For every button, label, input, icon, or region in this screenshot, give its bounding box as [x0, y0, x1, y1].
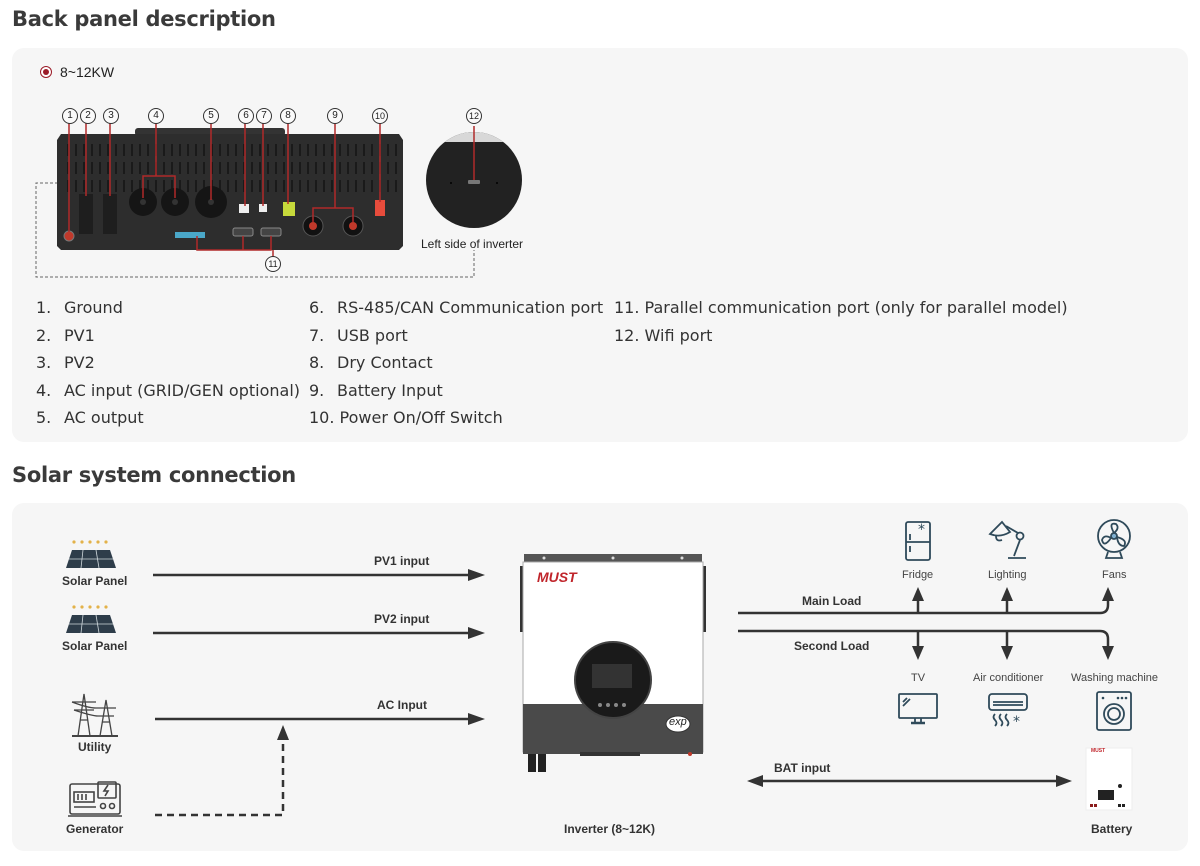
ac-arrowhead	[468, 713, 485, 725]
callout-6: 6	[238, 108, 254, 124]
legend-col-2: 6.RS-485/CAN Communication port 7.USB po…	[309, 294, 603, 432]
solar-panel-2-label: Solar Panel	[62, 639, 128, 653]
callout-11: 11	[265, 256, 281, 272]
battery-image	[1085, 747, 1133, 811]
inverter-exp-badge: exp	[669, 716, 687, 728]
generator-icon	[68, 781, 122, 817]
legend-item: 12. Wifi port	[614, 325, 713, 345]
callout-10: 10	[372, 108, 388, 124]
legend-item: 10. Power On/Off Switch	[309, 408, 503, 427]
legend-item: 7.USB port	[309, 325, 408, 345]
svg-text:*: *	[918, 522, 925, 538]
legend-item: 6.RS-485/CAN Communication port	[309, 298, 604, 317]
tv-label: TV	[911, 672, 926, 684]
legend-item: 4.AC input (GRID/GEN optional)	[36, 380, 300, 400]
washing-machine-label: Washing machine	[1071, 672, 1159, 684]
utility-label: Utility	[78, 740, 112, 754]
callout-7: 7	[256, 108, 272, 124]
back-panel-title: Back panel description	[12, 7, 276, 31]
side-view-connector	[35, 182, 475, 278]
legend-item: 2.PV1	[36, 325, 95, 345]
utility-tower-icon	[71, 693, 118, 737]
legend-col-3: 11. Parallel communication port (only fo…	[614, 294, 1068, 349]
legend-item: 5.AC output	[36, 408, 144, 427]
inverter-brand-logo: MUST	[537, 569, 577, 585]
fridge-icon: *	[905, 521, 931, 561]
pv2-input-label: PV2 input	[374, 612, 430, 626]
callout-12: 12	[466, 108, 482, 124]
legend-col-1: 1.Ground 2.PV1 3.PV2 4.AC input (GRID/GE…	[36, 294, 300, 432]
inverter-caption: Inverter (8~12K)	[564, 822, 656, 836]
lighting-label: Lighting	[988, 569, 1027, 581]
bat-arrowhead-left	[747, 775, 763, 787]
ac-input-label: AC Input	[377, 698, 427, 712]
inverter-side-view-image	[426, 126, 522, 228]
battery-caption: Battery	[1091, 822, 1133, 836]
battery-brand-logo: MUST	[1091, 748, 1106, 754]
callout-1: 1	[62, 108, 78, 124]
callout-8: 8	[280, 108, 296, 124]
pv1-input-label: PV1 input	[374, 554, 430, 568]
lamp-icon	[988, 520, 1026, 559]
second-load-label: Second Load	[794, 639, 870, 653]
tv-icon	[898, 693, 938, 725]
air-conditioner-icon: *	[988, 693, 1028, 730]
pv2-arrowhead	[468, 627, 485, 639]
generator-arrowhead	[277, 725, 289, 740]
air-conditioner-label: Air conditioner	[973, 672, 1044, 684]
legend-item: 11. Parallel communication port (only fo…	[614, 298, 1068, 317]
solar-panel-1-label: Solar Panel	[62, 574, 128, 588]
legend-item: 8.Dry Contact	[309, 353, 433, 372]
inverter-back-panel-image	[57, 122, 403, 258]
callout-5: 5	[203, 108, 219, 124]
solar-panel-icon	[66, 540, 116, 569]
side-view-caption: Left side of inverter	[421, 237, 524, 251]
callout-9: 9	[327, 108, 343, 124]
washing-machine-icon	[1096, 691, 1132, 731]
generator-label: Generator	[66, 822, 124, 836]
radio-selected-icon[interactable]	[40, 66, 52, 78]
legend-item: 1.Ground	[36, 298, 123, 317]
inverter-front-image	[520, 554, 706, 772]
solar-section-title: Solar system connection	[12, 463, 296, 487]
solar-panel-icon	[66, 605, 116, 634]
fans-label: Fans	[1102, 569, 1127, 581]
fan-icon	[1097, 519, 1131, 559]
callout-4: 4	[148, 108, 164, 124]
legend-item: 3.PV2	[36, 353, 95, 372]
main-load-label: Main Load	[802, 594, 862, 608]
model-option-label: 8~12KW	[60, 64, 115, 80]
callout-3: 3	[103, 108, 119, 124]
pv1-arrowhead	[468, 569, 485, 581]
svg-text:*: *	[1013, 714, 1020, 730]
model-option[interactable]: 8~12KW	[40, 64, 114, 80]
bat-arrowhead-right	[1056, 775, 1072, 787]
bat-input-label: BAT input	[774, 761, 831, 775]
legend-item: 9.Battery Input	[309, 380, 443, 400]
callout-2: 2	[80, 108, 96, 124]
fridge-label: Fridge	[902, 569, 934, 581]
